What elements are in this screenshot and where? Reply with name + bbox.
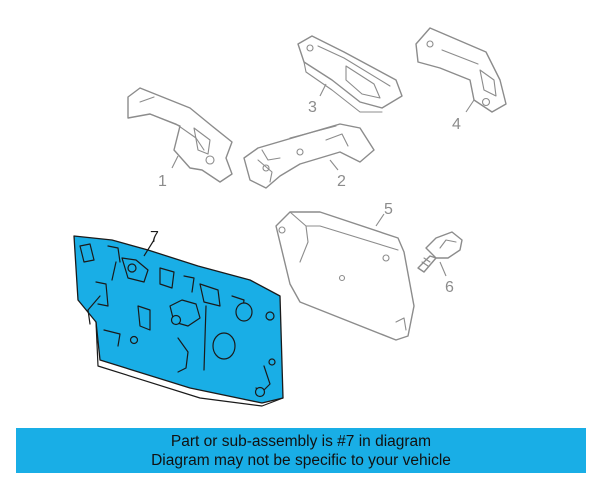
part-5-control-module[interactable] — [275, 211, 415, 341]
leader-2 — [329, 159, 339, 171]
part-3-sensor-module[interactable] — [297, 35, 403, 113]
callout-6: 6 — [445, 279, 454, 296]
parts-diagram: 1 2 3 4 5 — [73, 27, 507, 407]
callout-5: 5 — [384, 201, 393, 218]
info-banner: Part or sub-assembly is #7 in diagram Di… — [16, 428, 586, 473]
leader-7 — [143, 239, 155, 257]
leader-4 — [465, 99, 475, 113]
part-7-mounting-plate[interactable] — [73, 235, 284, 407]
leader-6 — [439, 261, 447, 277]
part-2-bracket[interactable] — [243, 123, 375, 189]
callout-2: 2 — [337, 173, 346, 190]
leader-3 — [319, 83, 327, 97]
banner-line-1: Part or sub-assembly is #7 in diagram — [170, 433, 432, 450]
part-1-bracket[interactable] — [127, 87, 233, 183]
part-6-bolt[interactable] — [417, 231, 463, 273]
callout-4: 4 — [452, 116, 461, 133]
callout-1: 1 — [158, 173, 167, 190]
callout-7: 7 — [150, 229, 159, 246]
leader-1 — [171, 155, 179, 169]
part-4-bracket[interactable] — [415, 27, 507, 113]
banner-line-2: Diagram may not be specific to your vehi… — [151, 452, 451, 469]
leader-5 — [375, 213, 385, 227]
callout-3: 3 — [308, 99, 317, 116]
